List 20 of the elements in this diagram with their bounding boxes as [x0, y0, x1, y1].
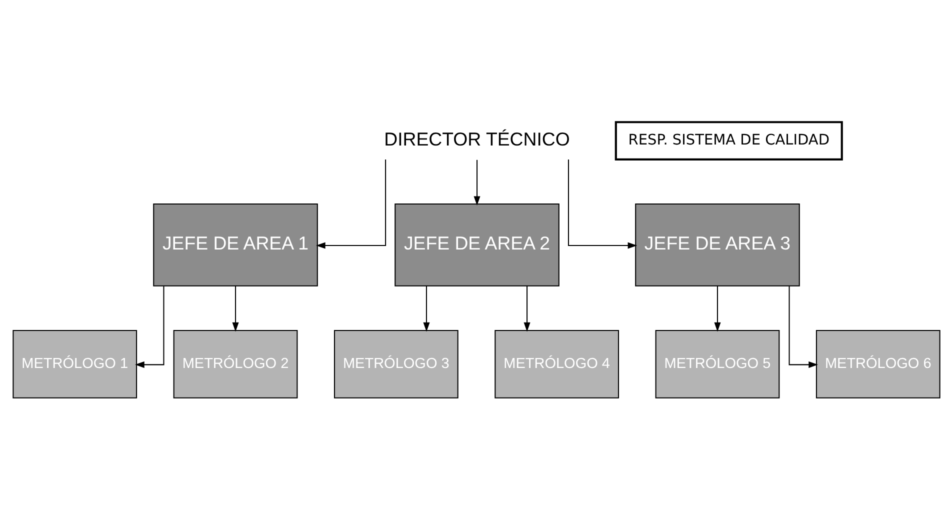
node-box: METRÓLOGO 3 — [333, 330, 458, 398]
arrow — [315, 160, 386, 249]
arrow — [788, 286, 818, 368]
node-box: METRÓLOGO 1 — [12, 330, 137, 398]
node-box: METRÓLOGO 4 — [494, 330, 619, 398]
arrow — [473, 160, 480, 206]
arrow — [232, 286, 238, 332]
node-box: METRÓLOGO 5 — [654, 330, 780, 398]
node-text: DIRECTOR TÉCNICO — [384, 128, 570, 150]
node-box: JEFE DE AREA 2 — [394, 204, 559, 286]
arrow — [134, 286, 164, 368]
node-box: METRÓLOGO 2 — [172, 330, 298, 398]
node-box: JEFE DE AREA 3 — [634, 204, 800, 286]
node-box: METRÓLOGO 6 — [815, 330, 940, 398]
arrow — [567, 160, 637, 249]
arrow — [523, 286, 530, 332]
arrow — [422, 286, 430, 332]
node-box: JEFE DE AREA 1 — [152, 204, 318, 286]
arrow — [714, 286, 720, 332]
node-box: RESP. SISTEMA DE CALIDAD — [614, 121, 842, 160]
